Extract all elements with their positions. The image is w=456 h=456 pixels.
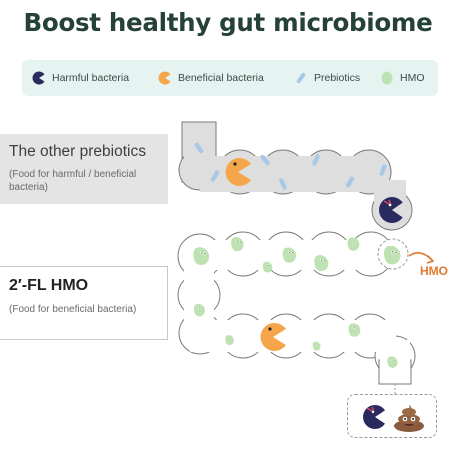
hmo-icon [381,71,393,85]
legend-item-harmful: Harmful bacteria [32,60,129,96]
legend-label-prebiotics: Prebiotics [314,72,361,84]
other-prebiotics-box: The other prebiotics (Food for harmful /… [0,134,168,204]
hmo-box: 2′-FL HMO (Food for beneficial bacteria) [0,266,168,340]
legend: Harmful bacteria Beneficial bacteria Pre… [22,60,438,96]
beneficial-bacteria-icon [260,323,286,352]
legend-label-beneficial: Beneficial bacteria [178,72,264,84]
gut-lower-segment [190,313,416,385]
hmo-heading: 2′-FL HMO [9,277,89,294]
beneficial-bacteria-icon [158,71,171,85]
hmo-subtext: (Food for beneficial bacteria) [9,304,137,315]
legend-item-prebiotics: Prebiotics [294,60,360,96]
harmful-bacteria-icon [32,71,45,85]
harmful-bacteria-icon [363,405,387,429]
legend-label-hmo: HMO [400,72,425,84]
beneficial-bacteria-icon [225,158,251,186]
poop-icon [394,405,424,432]
hmo-callout-label: HMO [420,264,448,278]
hmo-exit [377,238,435,270]
other-prebiotics-subtext: (Food for harmful / beneficial bacteria) [9,169,137,193]
legend-item-beneficial: Beneficial bacteria [158,60,264,96]
other-prebiotics-heading: The other prebiotics [9,143,146,160]
legend-label-harmful: Harmful bacteria [52,72,130,84]
prebiotics-icon [296,72,306,84]
output-box [347,394,437,438]
harmful-bacteria-icon [379,197,405,223]
legend-item-hmo: HMO [380,60,425,96]
page-title: Boost healthy gut microbiome [23,8,433,37]
